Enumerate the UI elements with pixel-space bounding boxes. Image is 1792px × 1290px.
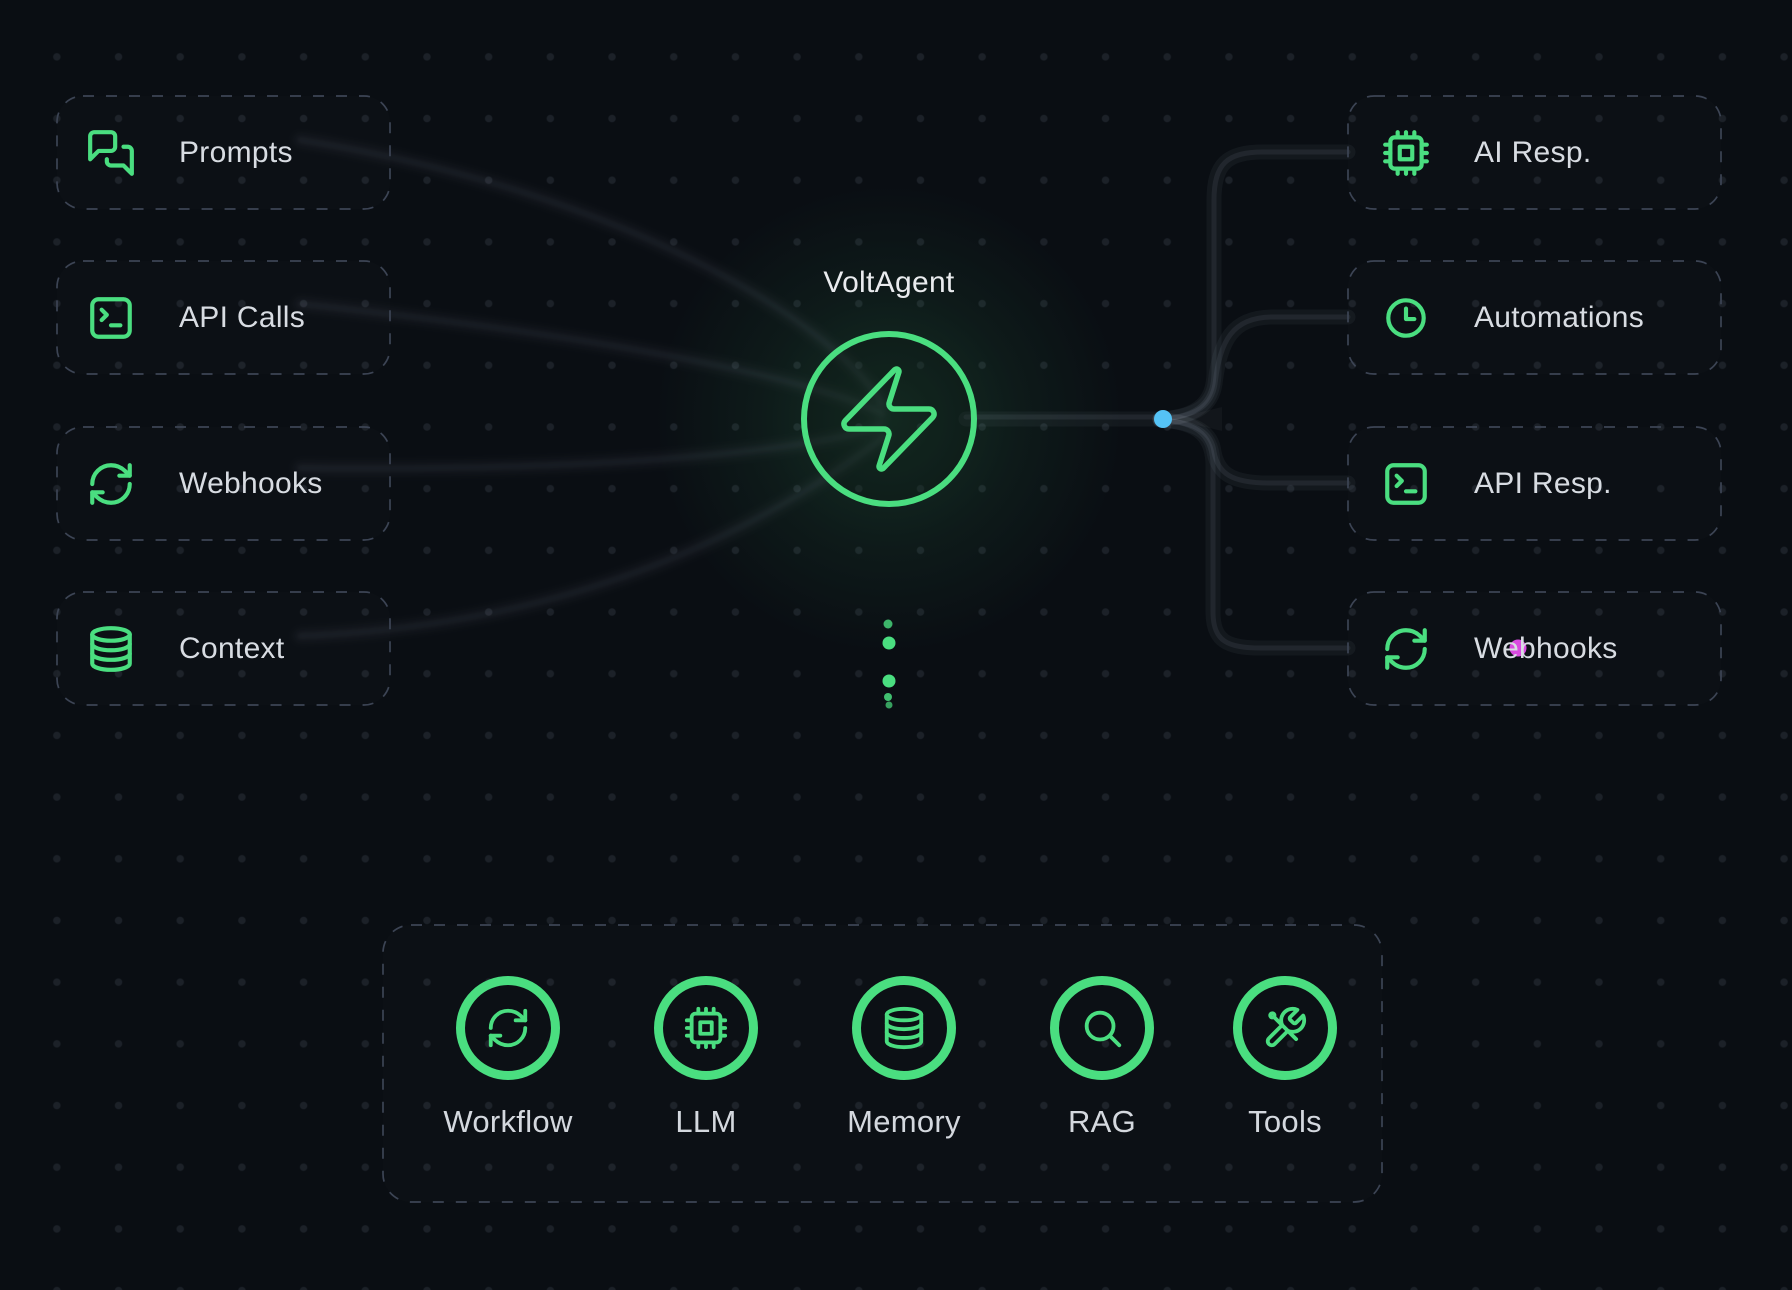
node-api-calls: API Calls — [57, 261, 419, 374]
node-label: Context — [179, 631, 285, 665]
node-label: API Resp. — [1474, 466, 1612, 500]
magenta-particle — [1509, 639, 1527, 657]
clock-icon — [1381, 293, 1431, 343]
chip-icon — [654, 976, 758, 1080]
voltagent-node — [801, 331, 977, 507]
blue-particle — [1154, 410, 1172, 428]
capability-label: LLM — [675, 1104, 737, 1139]
capability-workflow: Workflow — [398, 976, 618, 1140]
sync-arrows-icon — [86, 459, 136, 509]
node-webhooks-left: Webhooks — [57, 427, 419, 540]
right-fade-bands — [1348, 146, 1478, 654]
capability-memory: Memory — [794, 976, 1014, 1140]
node-context: Context — [57, 592, 419, 705]
node-automations: Automations — [1348, 261, 1754, 374]
right-connectors-core — [963, 149, 1351, 651]
terminal-icon — [86, 293, 136, 343]
capability-tools: Tools — [1175, 976, 1395, 1140]
node-label: Automations — [1474, 300, 1645, 334]
capability-label: Tools — [1248, 1104, 1322, 1139]
capability-label: RAG — [1067, 1104, 1137, 1139]
search-icon — [1050, 976, 1154, 1080]
node-ai-resp: AI Resp. — [1348, 96, 1754, 209]
node-label: Webhooks — [1474, 631, 1618, 665]
node-label: Prompts — [179, 135, 293, 169]
node-api-resp: API Resp. — [1348, 427, 1754, 540]
node-webhooks-right: Webhooks — [1348, 592, 1754, 705]
capability-llm: LLM — [596, 976, 816, 1140]
dashed-borders — [56, 95, 1722, 1203]
sync-arrows-icon — [456, 976, 560, 1080]
database-icon — [852, 976, 956, 1080]
capability-label: Workflow — [443, 1104, 573, 1139]
capability-label: Memory — [847, 1104, 961, 1139]
node-prompts: Prompts — [57, 96, 419, 209]
left-beams-core — [298, 138, 886, 638]
node-label: Webhooks — [179, 466, 323, 500]
chat-bubbles-icon — [86, 128, 136, 178]
node-label: AI Resp. — [1474, 135, 1592, 169]
capability-rag: RAG — [992, 976, 1212, 1140]
lightning-bolt-icon — [841, 366, 937, 472]
node-label: API Calls — [179, 300, 306, 334]
database-icon — [86, 624, 136, 674]
sync-arrows-icon — [1381, 624, 1431, 674]
green-particles — [882, 619, 896, 709]
tools-icon — [1233, 976, 1337, 1080]
center-title: VoltAgent — [823, 266, 955, 299]
terminal-icon — [1381, 459, 1431, 509]
right-connectors-wide — [958, 144, 1356, 656]
chip-icon — [1381, 128, 1431, 178]
